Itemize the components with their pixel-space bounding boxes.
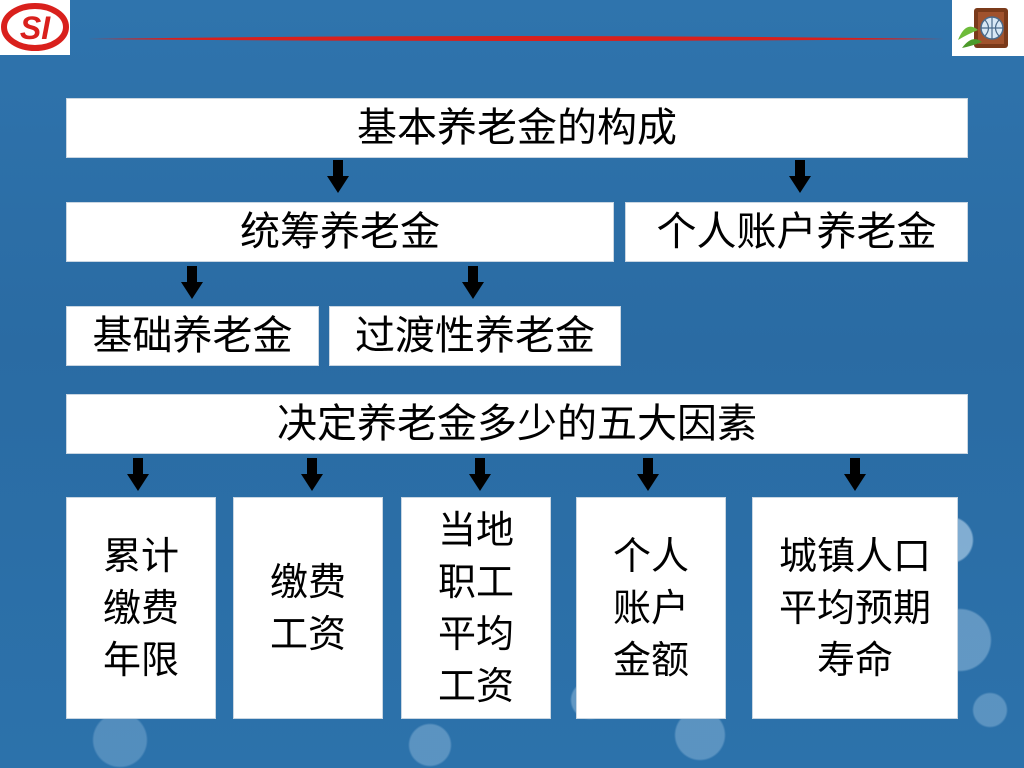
five-factors-title-box: 决定养老金多少的五大因素 [66,394,968,454]
arrow-down-icon [181,266,203,299]
arrow-down-icon [844,458,866,491]
arrow-down-icon [789,160,811,193]
factor-personal-account-amount-box: 个人 账户 金额 [576,497,726,719]
arrow-down-icon [469,458,491,491]
arrow-down-icon [301,458,323,491]
si-logo: SI [0,0,70,55]
header-divider [88,36,944,41]
arrow-down-icon [462,266,484,299]
arrow-down-icon [327,160,349,193]
si-logo-text: SI [20,10,51,46]
arrow-down-icon [127,458,149,491]
transitional-pension-box: 过渡性养老金 [329,306,621,366]
factor-life-expectancy-box: 城镇人口 平均预期 寿命 [752,497,958,719]
book-globe-icon [952,0,1024,56]
factor-contribution-years-box: 累计 缴费 年限 [66,497,216,719]
personal-account-pension-box: 个人账户养老金 [625,202,968,262]
pooled-pension-box: 统筹养老金 [66,202,614,262]
factor-local-average-wage-box: 当地 职工 平均 工资 [401,497,551,719]
arrow-down-icon [637,458,659,491]
factor-contribution-wage-box: 缴费 工资 [233,497,383,719]
title-box: 基本养老金的构成 [66,98,968,158]
basic-pension-box: 基础养老金 [66,306,319,366]
